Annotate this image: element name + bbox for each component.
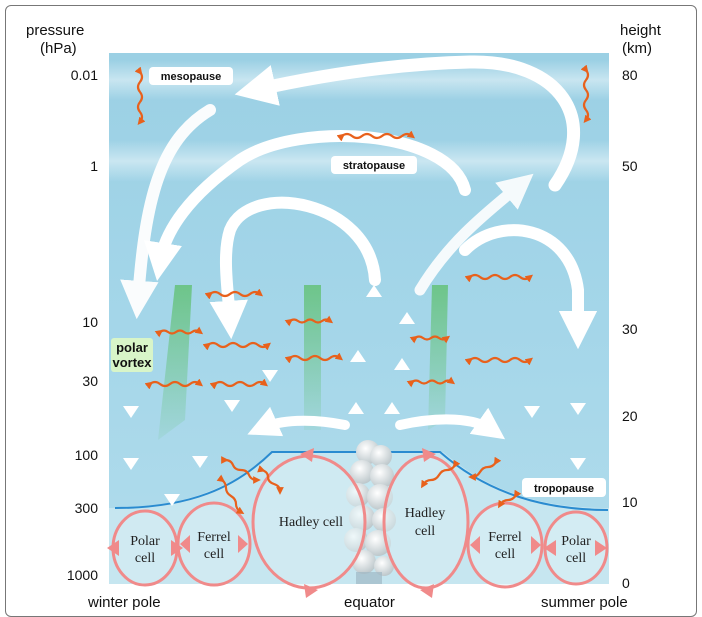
tropopause-label-box: tropopause	[522, 478, 606, 497]
hadley-cell-right-outline	[384, 456, 468, 588]
ferrel-cell-left-label-1: Ferrel	[197, 530, 231, 545]
polar-cell-left-label-1: Polar	[130, 534, 160, 549]
polar-vortex-label-box: polar vortex	[111, 338, 153, 372]
stratopause-label-box: stratopause	[331, 156, 417, 174]
hadley-cell-left-label: Hadley cell	[279, 515, 343, 530]
polar-vortex-label-2: vortex	[112, 355, 152, 370]
polar-cell-right-label-2: cell	[566, 551, 586, 566]
ferrel-cell-left-label-2: cell	[204, 547, 224, 562]
hadley-cell-right-label-2: cell	[415, 524, 435, 539]
mesopause-label: mesopause	[161, 71, 222, 83]
stratopause-label: stratopause	[343, 160, 405, 172]
tropopause-label: tropopause	[534, 483, 594, 495]
polar-cell-left-label-2: cell	[135, 551, 155, 566]
summer-pole-label: summer pole	[541, 594, 628, 611]
equator-label: equator	[344, 594, 395, 611]
ferrel-cell-right-label-2: cell	[495, 547, 515, 562]
mesopause-label-box: mesopause	[149, 67, 233, 85]
polar-cell-right-label-1: Polar	[561, 534, 591, 549]
ferrel-cell-right-label-1: Ferrel	[488, 530, 522, 545]
winter-pole-label: winter pole	[88, 594, 161, 611]
polar-vortex-label-1: polar	[116, 340, 148, 355]
hadley-cell-right-label-1: Hadley	[405, 506, 445, 521]
